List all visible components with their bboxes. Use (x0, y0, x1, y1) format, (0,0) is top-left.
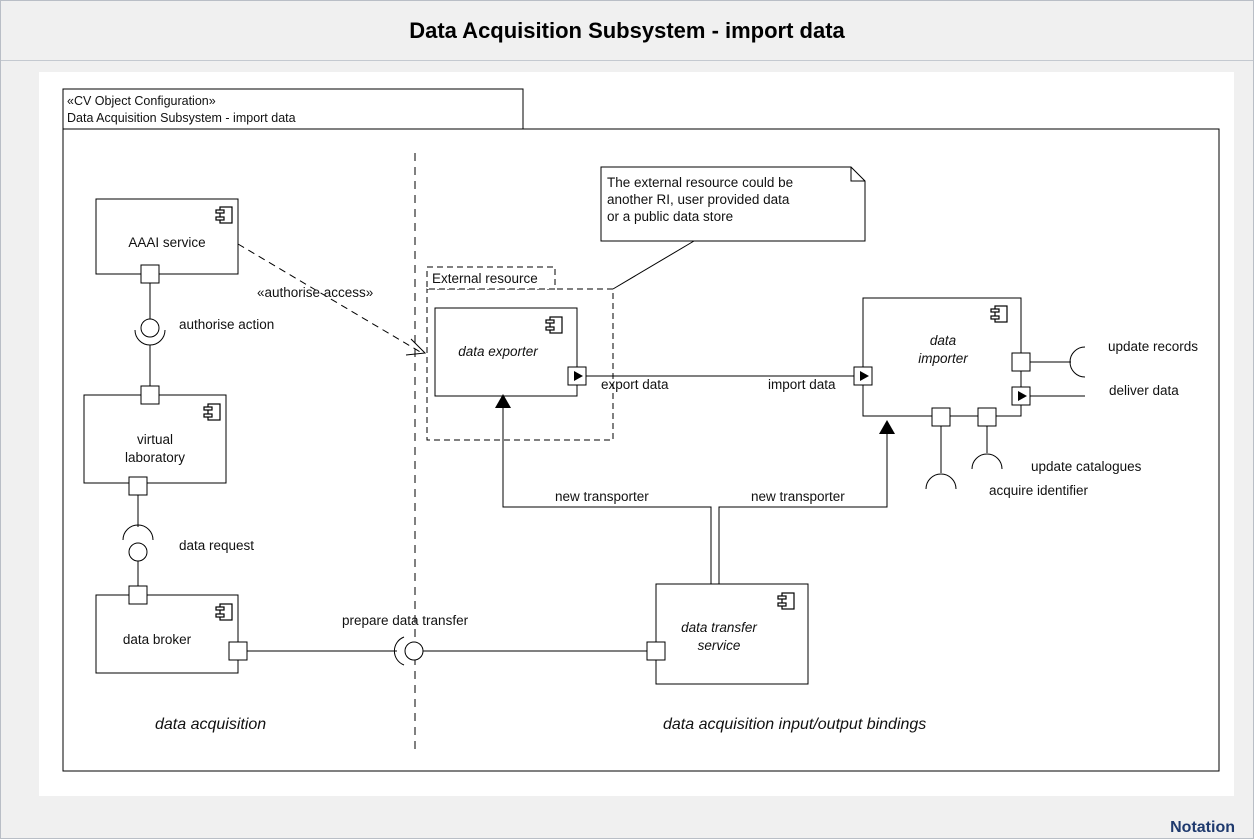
required-interface (134, 329, 166, 346)
required-interface (393, 636, 405, 666)
new-transporter-right-label: new transporter (751, 489, 845, 504)
component-diagram: «CV Object Configuration» Data Acquisiti… (62, 88, 1220, 772)
aaai-service-component (95, 198, 239, 275)
external-resource-label: External resource (432, 271, 538, 286)
data-broker-label: data broker (123, 632, 192, 647)
note-box (600, 166, 866, 242)
data-importer-line1: data (930, 333, 957, 348)
update-catalogues-label: update catalogues (1031, 459, 1142, 474)
dependency-arrowhead (405, 338, 427, 356)
data-transfer-line1: data transfer (681, 620, 757, 635)
new-transporter-link-importer (718, 426, 888, 584)
required-interface (122, 524, 154, 541)
import-data-label: import data (768, 377, 836, 392)
note-fold (850, 167, 865, 182)
port (931, 407, 951, 427)
note-line3: or a public data store (607, 209, 733, 224)
provided-interface (128, 542, 148, 562)
port (140, 264, 160, 284)
port (646, 641, 666, 661)
provided-interface (404, 641, 424, 661)
external-resource-tab (426, 266, 556, 290)
note-line2: another RI, user provided data (607, 192, 790, 207)
note-anchor (612, 240, 695, 290)
port (140, 385, 160, 405)
frame-stereotype: «CV Object Configuration» (67, 94, 216, 108)
authorise-action-label: authorise action (179, 317, 274, 332)
port (228, 641, 248, 661)
prepare-data-transfer-label: prepare data transfer (342, 613, 469, 628)
required-interface (971, 453, 1003, 470)
provided-interface (140, 318, 160, 338)
port (128, 476, 148, 496)
virtual-lab-line1: virtual (137, 432, 173, 447)
diagram-canvas: «CV Object Configuration» Data Acquisiti… (39, 72, 1234, 796)
deliver-data-label: deliver data (1109, 383, 1179, 398)
play-icon (1018, 391, 1027, 401)
frame-name: Data Acquisition Subsystem - import data (67, 111, 296, 125)
required-interface (925, 473, 957, 490)
title-bar: Data Acquisition Subsystem - import data (1, 1, 1253, 61)
aaai-service-label: AAAI service (128, 235, 205, 250)
acquire-identifier-label: acquire identifier (989, 483, 1089, 498)
virtual-laboratory-component (83, 394, 227, 484)
data-request-label: data request (179, 538, 254, 553)
data-importer-line2: importer (918, 351, 968, 366)
arrowhead (495, 394, 511, 408)
notation-link[interactable]: Notation (1170, 819, 1235, 836)
required-interface (1069, 346, 1086, 378)
authorise-access-label: «authorise access» (257, 285, 373, 300)
page-title: Data Acquisition Subsystem - import data (409, 18, 845, 43)
port (1011, 352, 1031, 372)
play-icon (574, 371, 583, 381)
new-transporter-link-exporter (502, 398, 712, 584)
data-transfer-line2: service (698, 638, 741, 653)
region-right-label: data acquisition input/output bindings (663, 716, 926, 733)
note-line1: The external resource could be (607, 175, 793, 190)
region-left-label: data acquisition (155, 716, 266, 733)
new-transporter-left-label: new transporter (555, 489, 649, 504)
data-exporter-label: data exporter (458, 344, 538, 359)
frame-tab (62, 88, 524, 130)
virtual-lab-line2: laboratory (125, 450, 185, 465)
port (128, 585, 148, 605)
data-broker-component (95, 594, 239, 674)
export-data-label: export data (601, 377, 669, 392)
port (977, 407, 997, 427)
arrowhead (879, 420, 895, 434)
update-records-label: update records (1108, 339, 1198, 354)
play-icon (860, 371, 869, 381)
